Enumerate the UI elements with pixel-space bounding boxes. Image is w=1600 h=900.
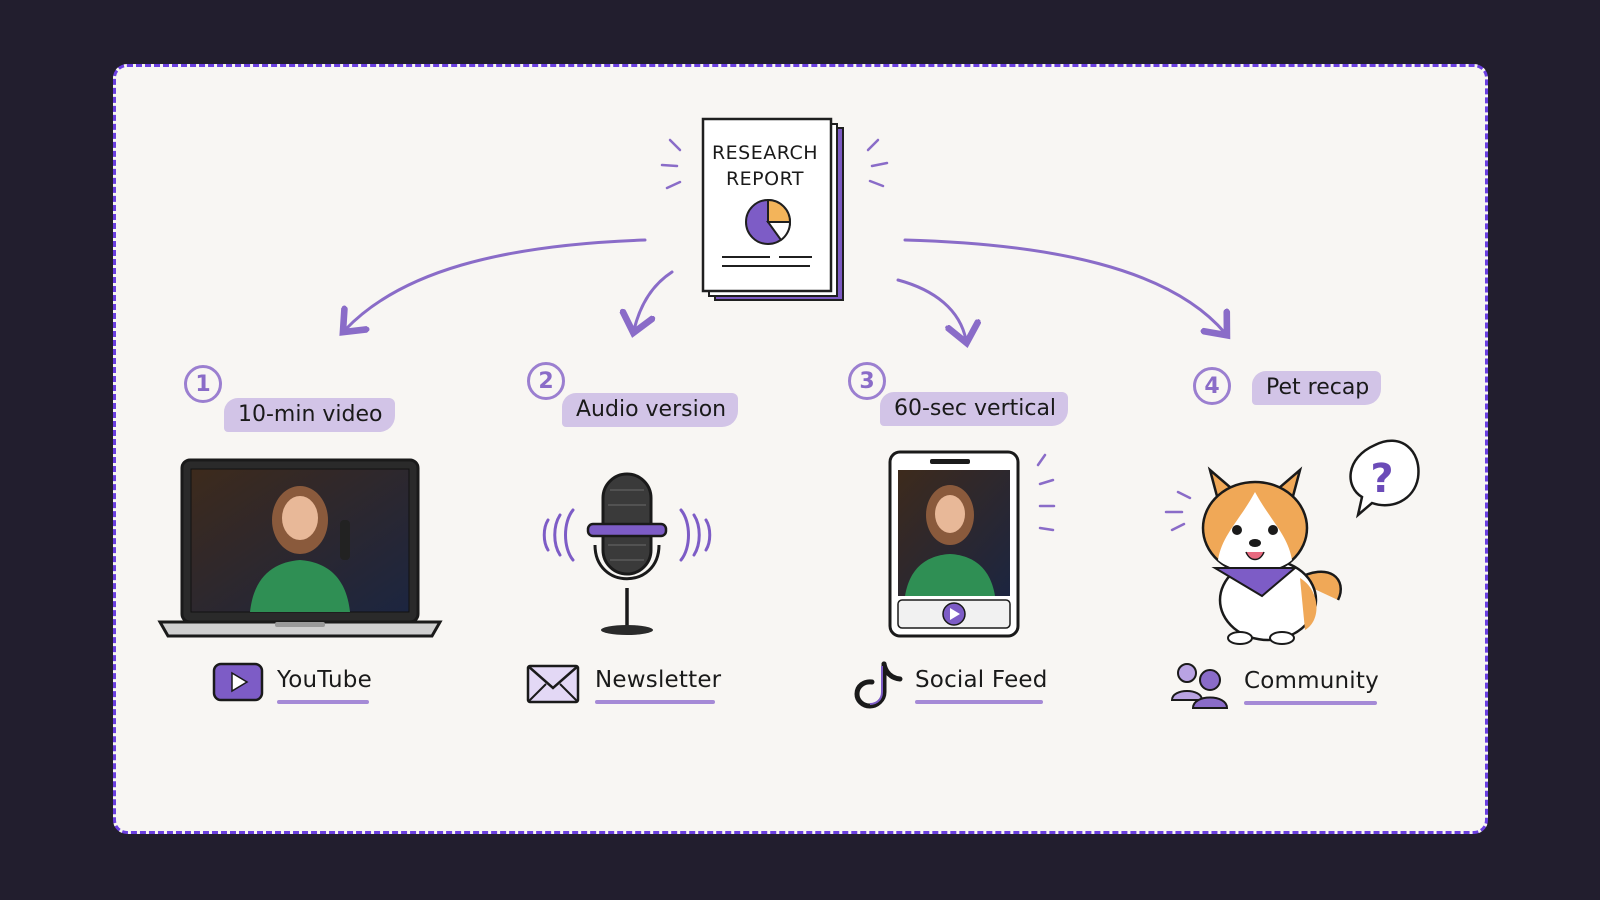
report-title: RESEARCH REPORT	[700, 140, 830, 192]
channel-label-newsletter: Newsletter	[595, 667, 722, 693]
underline-newsletter	[595, 700, 715, 704]
arrow-to-pet	[903, 238, 1225, 333]
arrow-to-vertical	[896, 278, 966, 340]
format-tag-pet: Pet recap	[1252, 371, 1382, 405]
tiktok-icon	[854, 661, 903, 709]
channel-label-youtube: YouTube	[277, 667, 372, 693]
format-tag-vertical: 60-sec vertical	[880, 392, 1069, 426]
channel-label-community: Community	[1244, 668, 1379, 694]
svg-text:?: ?	[1370, 456, 1393, 502]
report-title-line1: RESEARCH	[711, 142, 819, 164]
format-tag-video: 10-min video	[224, 398, 395, 432]
people-icon	[1170, 663, 1229, 709]
underline-social-feed	[915, 700, 1043, 704]
format-tag-audio: Audio version	[562, 393, 739, 427]
corgi-icon	[1164, 466, 1342, 645]
play-icon	[212, 662, 264, 702]
question-bubble-icon: ?	[1349, 439, 1420, 519]
microphone-icon	[542, 472, 712, 635]
step-number-4: 4	[1193, 367, 1231, 405]
phone-illustration	[888, 450, 1056, 638]
pie-icon	[745, 198, 792, 245]
step-number-3: 3	[848, 362, 886, 400]
underline-community	[1244, 701, 1377, 705]
envelope-icon	[526, 664, 580, 704]
arrow-to-audio	[634, 270, 674, 330]
report-title-line2: REPORT	[725, 168, 805, 190]
research-report-document	[660, 117, 889, 301]
step-number-2: 2	[527, 362, 565, 400]
channel-label-social-feed: Social Feed	[915, 667, 1048, 693]
underline-youtube	[277, 700, 369, 704]
step-number-1: 1	[184, 365, 222, 403]
arrow-to-video	[345, 238, 647, 330]
laptop-illustration	[157, 458, 443, 638]
